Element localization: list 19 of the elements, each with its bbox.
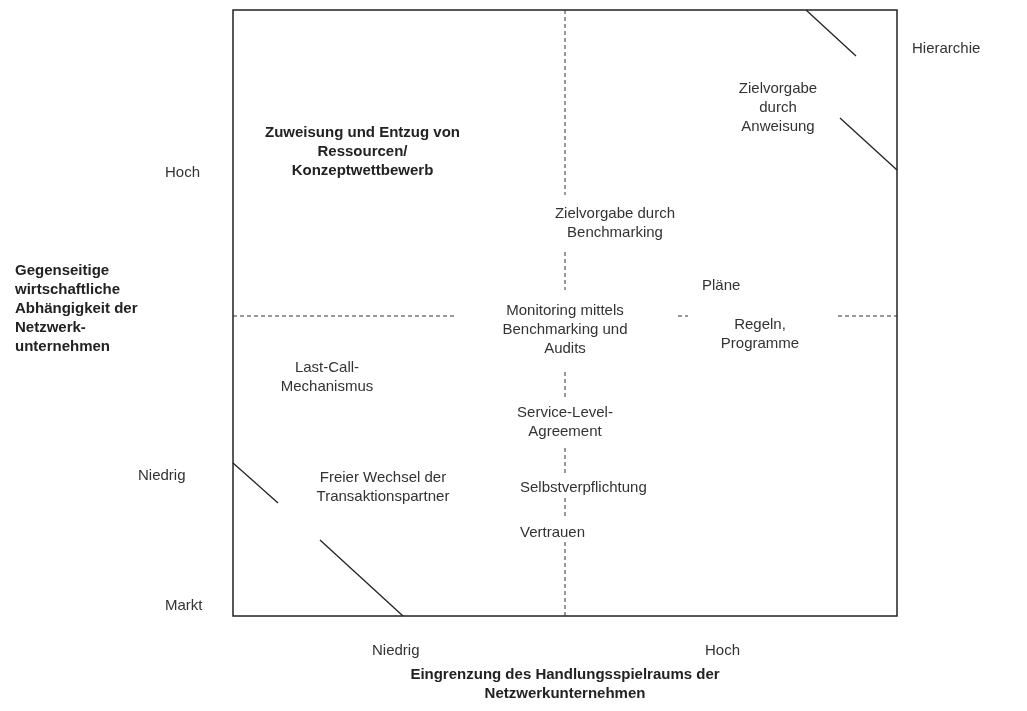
- axis-title: Gegenseitige wirtschaftliche Abhängigkeit der Netzwerk- unternehmen: [15, 260, 139, 355]
- quadrant-label: Vertrauen: [520, 522, 586, 541]
- quadrant-label: Zielvorgabe durch Benchmarking: [553, 203, 677, 241]
- quadrant-label: Pläne: [702, 275, 741, 294]
- axis-label: Niedrig: [372, 640, 420, 659]
- axis-label: Hoch: [705, 640, 741, 659]
- quadrant-title: Zuweisung und Entzug von Ressourcen/ Konzeptwettbewerb: [264, 122, 461, 179]
- quadrant-label: Selbstverpflichtung: [520, 477, 647, 496]
- quadrant-label: Service-Level- Agreement: [516, 402, 614, 440]
- axis-label: Niedrig: [138, 465, 186, 484]
- corner-label: Hierarchie: [912, 38, 981, 57]
- quadrant-label: Zielvorgabe durch Anweisung: [737, 78, 819, 135]
- quadrant-label: Last-Call- Mechanismus: [279, 357, 375, 395]
- corner-label: Markt: [165, 595, 203, 614]
- quadrant-label: Freier Wechsel der Transaktionspartner: [315, 467, 451, 505]
- quadrant-label: Monitoring mittels Benchmarking und Audits: [501, 300, 629, 357]
- quadrant-label: Regeln, Programme: [719, 314, 801, 352]
- axis-label: Hoch: [165, 162, 201, 181]
- axis-title: Eingrenzung des Handlungsspielraums der Netzwerkunternehmen: [409, 664, 721, 702]
